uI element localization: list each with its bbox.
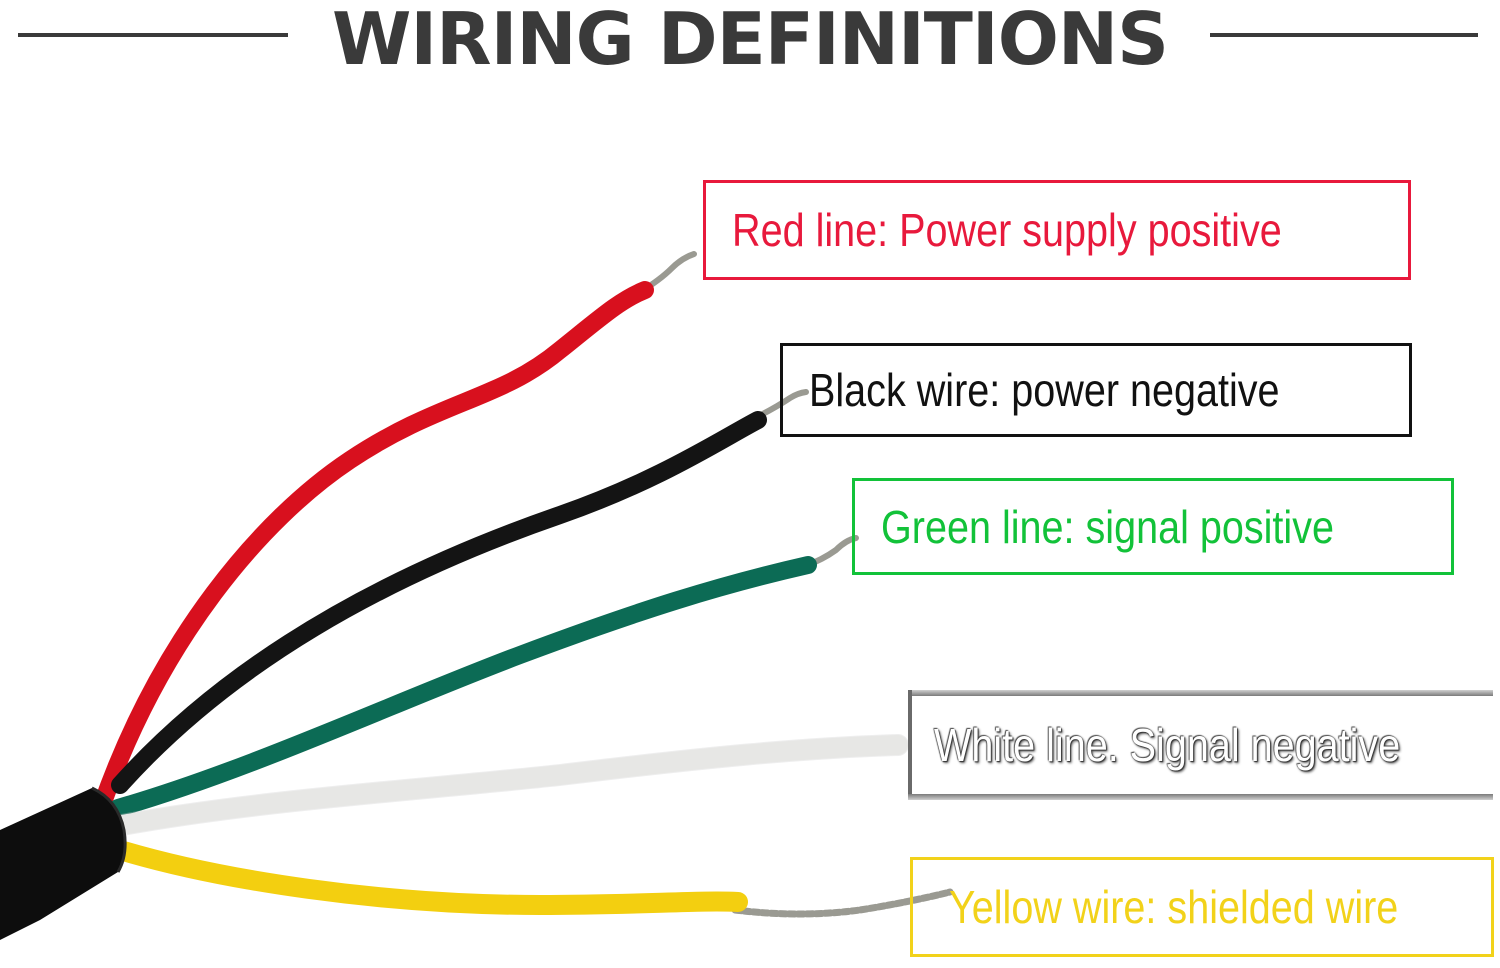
yellow-wire-tip	[731, 888, 954, 918]
white-wire	[112, 735, 908, 835]
label-green-wire: Green line: signal positive	[881, 500, 1334, 553]
red-wire	[93, 281, 654, 814]
page-title: WIRING DEFINITIONS	[331, 0, 1169, 81]
label-yellow-wire: Yellow wire: shielded wire	[949, 881, 1399, 933]
label-red-wire: Red line: Power supply positive	[732, 204, 1282, 256]
label-box-yellow: Yellow wire: shielded wire	[910, 857, 1494, 957]
label-box-white-left-edge	[908, 690, 912, 800]
wire-bundle	[93, 281, 909, 916]
yellow-wire	[110, 840, 748, 916]
label-box-white-top-edge	[908, 690, 1493, 696]
title-rule-left	[18, 33, 288, 37]
black-wire-tip	[752, 389, 809, 421]
black-wire	[111, 411, 767, 794]
label-black-wire: Black wire: power negative	[809, 364, 1280, 416]
label-box-red: Red line: Power supply positive	[703, 180, 1411, 280]
label-box-white: White line. Signal negative	[908, 690, 1493, 800]
label-white-wire: White line. Signal negative	[934, 719, 1401, 771]
cable-jacket	[0, 786, 127, 940]
white-wire-outline	[111, 734, 909, 836]
label-box-black: Black wire: power negative	[780, 343, 1412, 437]
label-box-green: Green line: signal positive	[852, 478, 1454, 575]
label-box-white-bottom-edge	[908, 794, 1493, 800]
green-wire	[109, 556, 817, 817]
title-rule-right	[1210, 33, 1478, 37]
